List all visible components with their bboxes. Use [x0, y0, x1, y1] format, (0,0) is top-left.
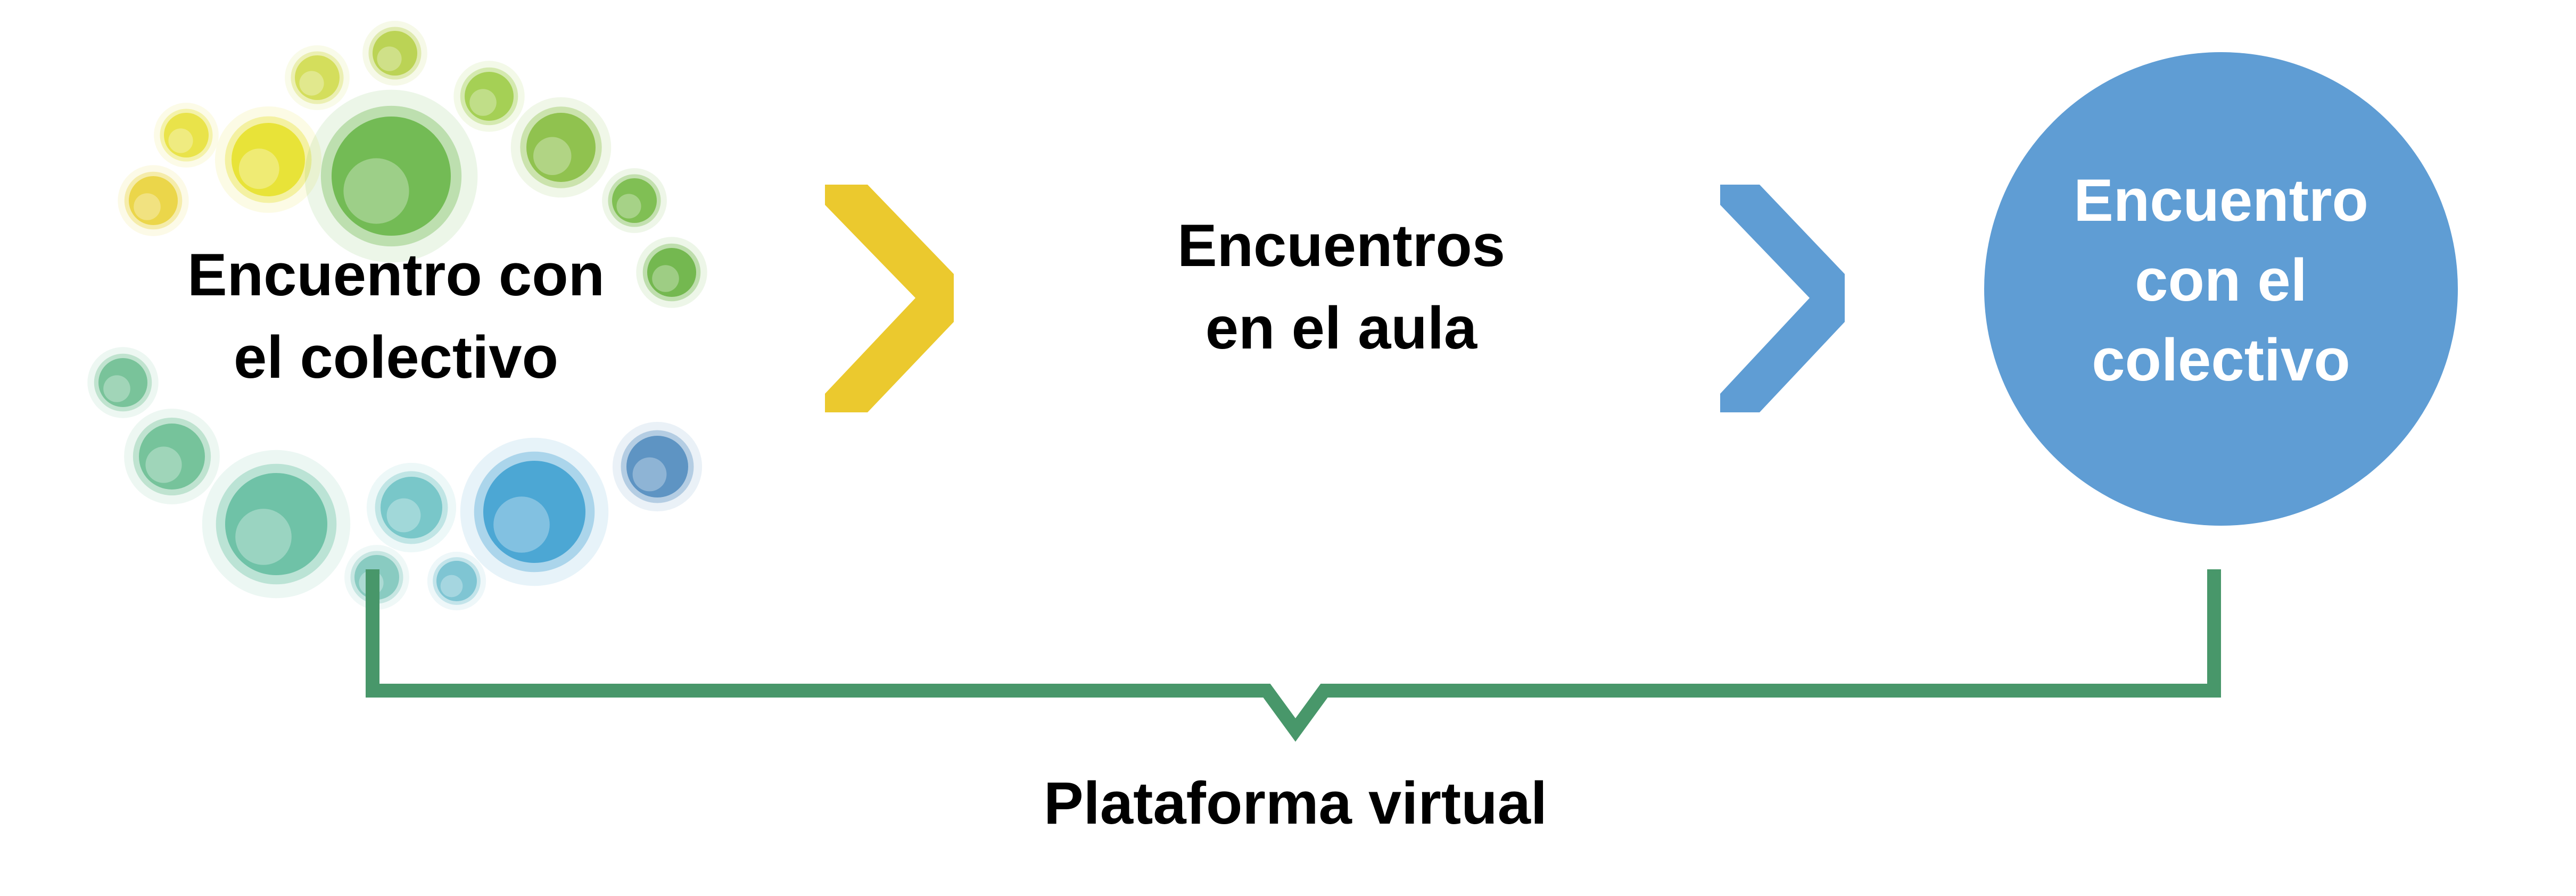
bubble: [483, 461, 585, 563]
bubble: [103, 375, 130, 402]
bubble: [493, 496, 550, 553]
chevron-right-icon-yellow: [825, 185, 954, 412]
bubble: [373, 31, 417, 76]
left-node-line-1: Encuentro con: [187, 242, 605, 308]
bubble: [343, 158, 409, 224]
bubble: [134, 193, 161, 220]
right-node-line-2: con el: [2135, 247, 2307, 313]
right-node-circle: [1984, 52, 2458, 526]
bubble: [632, 457, 667, 492]
bubble: [225, 473, 327, 575]
bubble: [616, 194, 641, 219]
left-node-line-2: el colectivo: [234, 324, 558, 391]
bubble: [626, 436, 688, 497]
platform-bracket: [366, 569, 2221, 742]
right-node-line-3: colectivo: [2092, 327, 2350, 393]
bubble: [145, 446, 182, 483]
bubble: [295, 55, 340, 100]
bubble: [129, 176, 178, 225]
bubble: [533, 137, 572, 175]
right-node-line-1: Encuentro: [2074, 167, 2368, 234]
bubble: [469, 89, 497, 116]
bubble: [238, 148, 279, 189]
bubble: [168, 128, 193, 153]
bubble: [299, 71, 324, 96]
bubble: [164, 113, 209, 157]
bubble: [381, 477, 442, 538]
middle-node-line-1: Encuentros: [1177, 212, 1505, 279]
bubble: [612, 178, 657, 223]
bubble: [377, 46, 402, 71]
middle-node-line-2: en el aula: [1206, 295, 1477, 361]
bubble: [652, 265, 679, 292]
bubble: [232, 123, 305, 196]
bubble: [436, 561, 477, 601]
bubble: [139, 424, 205, 490]
bubble: [386, 498, 421, 533]
bubble: [647, 248, 696, 297]
chevron-right-icon-blue: [1720, 185, 1845, 412]
bubble: [98, 358, 147, 407]
bubble: [440, 575, 463, 598]
bubble: [526, 113, 596, 182]
bubble: [235, 509, 292, 565]
bubble: [465, 72, 514, 121]
bracket-label: Plataforma virtual: [1044, 770, 1547, 836]
bubble: [332, 117, 451, 236]
bubble-cluster-illustration: [87, 21, 707, 611]
